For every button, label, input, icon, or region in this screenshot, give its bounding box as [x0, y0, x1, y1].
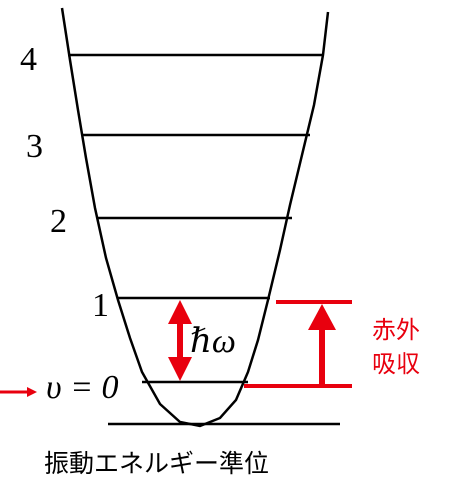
level-label-1: 1	[92, 287, 109, 324]
quantum-spacing-arrow-head-down	[168, 357, 192, 381]
absorption-arrow-head	[308, 304, 336, 330]
potential-curve	[60, 7, 330, 428]
level-label-2: 2	[50, 203, 67, 240]
absorption-label-line-2: 吸収	[372, 350, 420, 378]
level-label-4: 4	[20, 41, 37, 78]
level-label-0: υ = 0	[46, 369, 119, 406]
diagram-caption: 振動エネルギー準位	[44, 449, 269, 478]
quantum-label: ℏω	[190, 323, 236, 360]
absorption-label-line-1: 赤外	[372, 316, 420, 344]
quantum-spacing-arrow-head-up	[168, 300, 192, 324]
level-label-3: 3	[26, 128, 43, 165]
